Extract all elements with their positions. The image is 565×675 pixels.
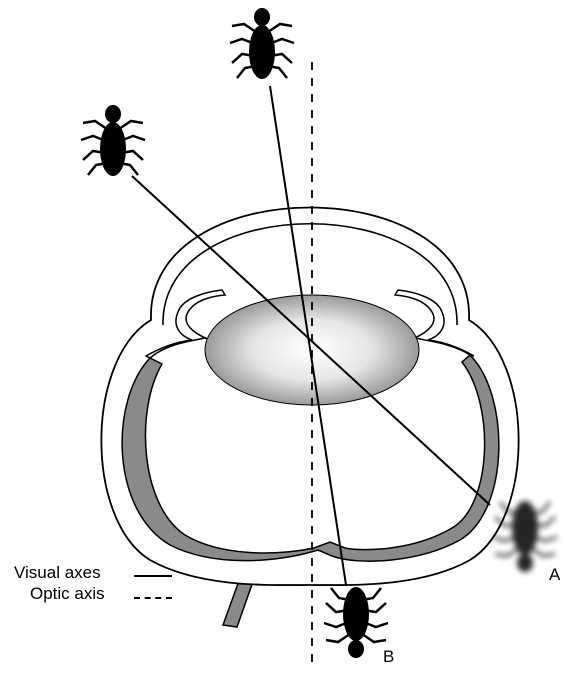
label-b: B (383, 648, 394, 665)
label-a: A (549, 566, 560, 583)
bug-top-icon (230, 8, 294, 79)
legend-optic-axis-swatch (134, 597, 172, 599)
legend-visual-axes-label: Visual axes (14, 564, 101, 581)
bug-image-b-icon (324, 587, 388, 658)
bug-left-icon (81, 105, 145, 176)
legend-visual-axes-swatch (134, 575, 172, 577)
legend-optic-axis-label: Optic axis (30, 585, 105, 602)
